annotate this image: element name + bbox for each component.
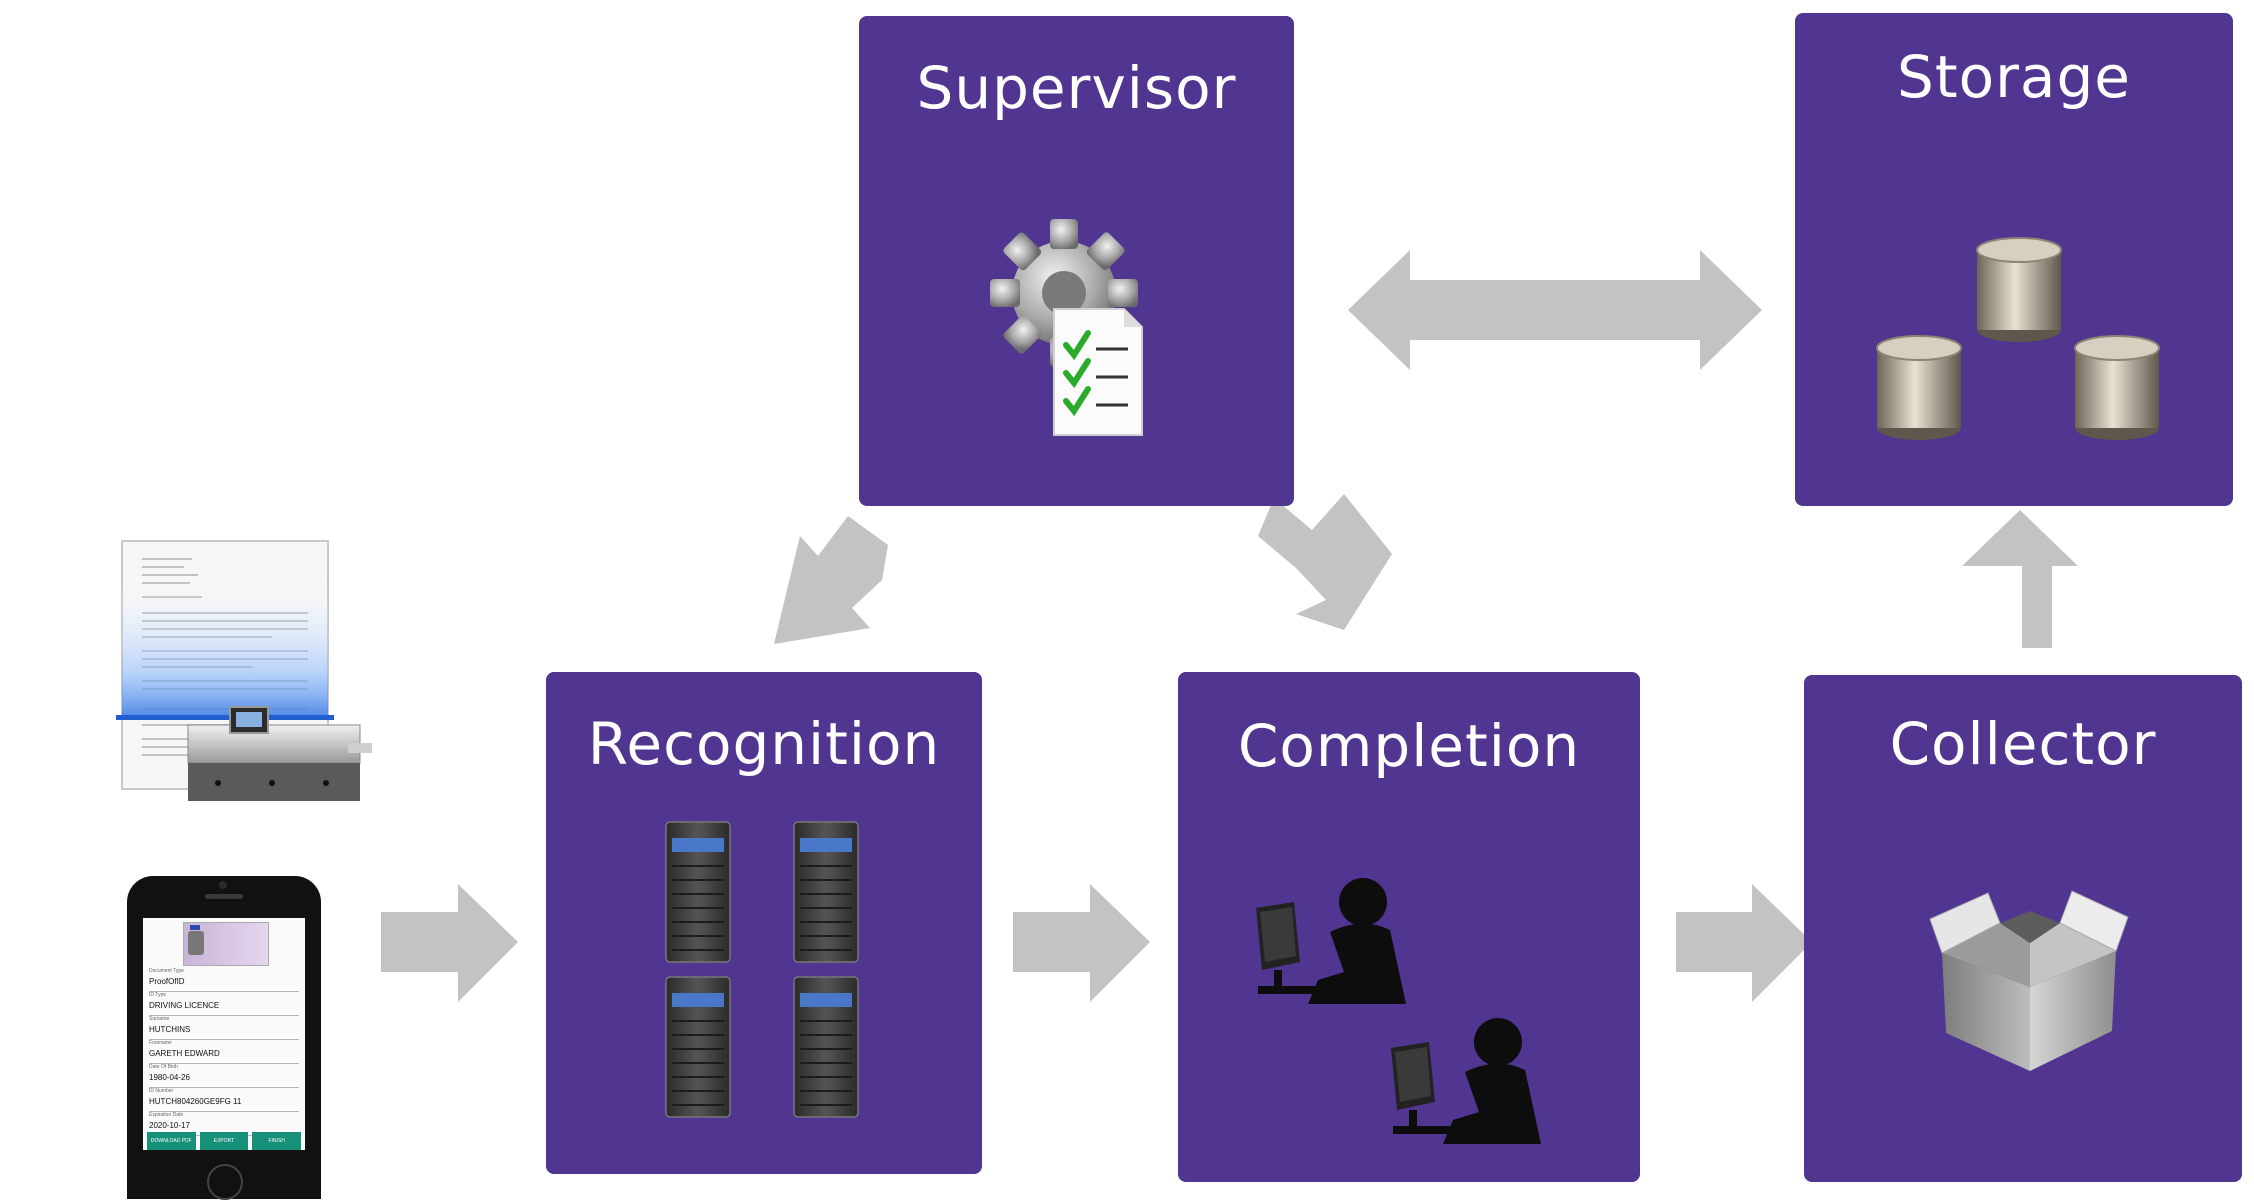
operator-workstation-icon — [1256, 878, 1541, 1144]
id-field-label: ID Type — [149, 992, 167, 998]
id-field-label: Document Type — [149, 968, 184, 974]
database-cylinders-icon — [1876, 237, 2160, 440]
double-arrow-supervisor-storage — [1348, 250, 1762, 370]
arrow-collector-to-storage — [1962, 510, 2078, 648]
open-box-icon — [1929, 890, 2129, 1071]
finish-button[interactable]: FINISH — [252, 1132, 302, 1150]
id-field: Date Of Birth 1980-04-26 — [149, 1064, 299, 1088]
storage-box: Storage — [1795, 13, 2233, 506]
supervisor-title: Supervisor — [916, 54, 1237, 122]
database-cylinder — [1876, 335, 1962, 440]
operator-silhouette — [1391, 1018, 1541, 1144]
arrow-recognition-to-completion — [1013, 884, 1150, 1002]
arrow-supervisor-to-completion — [1258, 494, 1392, 630]
operator-silhouette — [1256, 878, 1406, 1004]
id-field-label: Date Of Birth — [149, 1064, 178, 1070]
id-field-value[interactable]: HUTCHINS — [149, 1025, 191, 1034]
completion-box: Completion — [1178, 672, 1640, 1182]
id-field-value[interactable]: 2020-10-17 — [149, 1121, 190, 1130]
id-field-label: ID Number — [149, 1088, 174, 1094]
database-cylinder — [2074, 335, 2160, 440]
id-field-value[interactable]: HUTCH804260GE9FG 11 — [149, 1097, 242, 1106]
gear-checklist-icon — [990, 219, 1143, 436]
download-pdf-button[interactable]: DOWNLOAD PDF — [147, 1132, 196, 1150]
supervisor-box: Supervisor — [859, 16, 1294, 506]
id-card-image — [183, 922, 269, 966]
document-scanner-icon — [116, 540, 372, 801]
scanner-device — [187, 706, 372, 801]
phone-camera — [219, 881, 227, 889]
phone-speaker — [205, 894, 243, 899]
server-rack-icon — [665, 821, 859, 1118]
arrow-completion-to-collector — [1676, 884, 1812, 1002]
completion-title: Completion — [1237, 712, 1581, 780]
id-field-label: Forename — [149, 1040, 172, 1046]
id-field-value[interactable]: DRIVING LICENCE — [149, 1001, 220, 1010]
collector-box: Collector — [1804, 675, 2242, 1182]
recognition-title: Recognition — [587, 710, 941, 778]
id-field-value[interactable]: GARETH EDWARD — [149, 1049, 220, 1058]
recognition-box: Recognition — [546, 672, 982, 1174]
collector-title: Collector — [1889, 710, 2157, 778]
arrow-supervisor-to-recognition — [774, 516, 888, 644]
arrow-input-to-recognition — [381, 884, 518, 1002]
id-field-label: Surname — [149, 1016, 170, 1022]
phone-home-button — [207, 1164, 243, 1200]
export-button[interactable]: EXPORT — [199, 1132, 249, 1150]
storage-title: Storage — [1897, 43, 2131, 111]
id-field-label: Expiration Date — [149, 1112, 184, 1118]
id-field-value[interactable]: ProofOfID — [149, 977, 185, 986]
database-cylinder — [1976, 237, 2062, 342]
id-field-value[interactable]: 1980-04-26 — [149, 1073, 190, 1082]
